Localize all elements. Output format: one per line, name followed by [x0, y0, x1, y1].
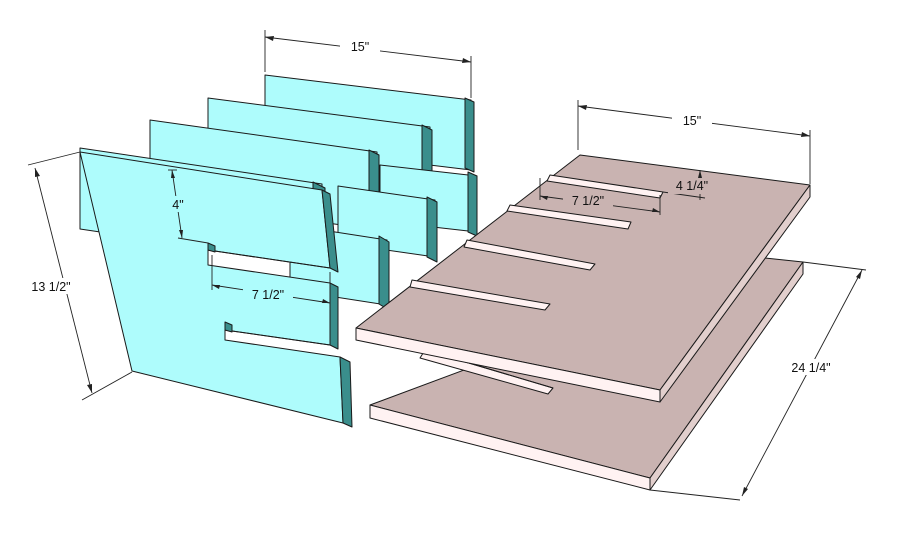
horizontal-slot-length-label: 7 1/2"	[572, 194, 604, 208]
horizontal-shelf-upper	[355, 154, 811, 403]
horizontal-slot-depth-label: 4 1/4"	[676, 179, 708, 193]
vertical-width-label: 15"	[351, 40, 369, 54]
dimension-vertical-slot-length: 7 1/2"	[211, 255, 331, 310]
dimension-horizontal-slot-length: 7 1/2"	[539, 178, 661, 215]
dimension-height: 13 1/2"	[18, 151, 133, 401]
height-label: 13 1/2"	[31, 280, 70, 294]
vertical-slot-length-label: 7 1/2"	[252, 288, 284, 302]
dimension-vertical-width: 15"	[264, 30, 472, 98]
vertical-slot-depth-label: 4"	[172, 198, 183, 212]
dimension-length: 24 1/4"	[649, 261, 867, 501]
dimension-horizontal-slot-depth: 4 1/4"	[662, 170, 716, 200]
vertical-divider-front	[79, 151, 353, 428]
length-label: 24 1/4"	[791, 361, 830, 375]
dimension-horizontal-width: 15"	[577, 100, 811, 184]
dimension-vertical-slot-depth: 4"	[168, 169, 209, 244]
horizontal-width-label: 15"	[683, 114, 701, 128]
